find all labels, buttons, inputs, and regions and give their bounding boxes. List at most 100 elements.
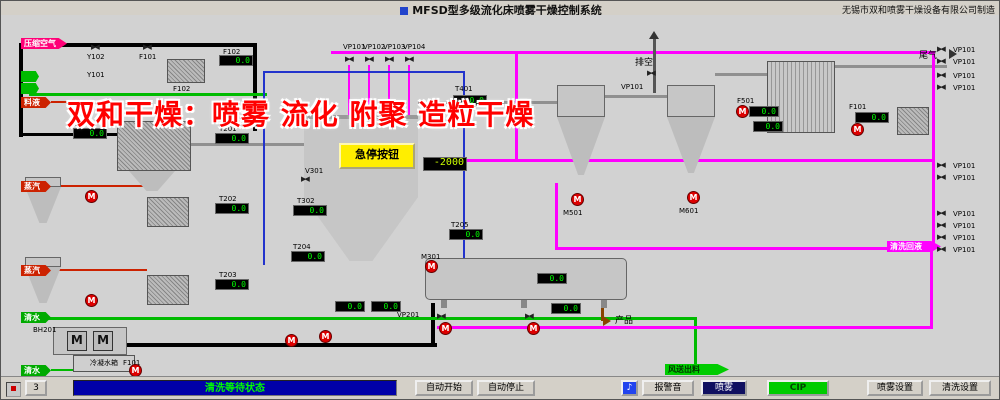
pump-icon[interactable]: M: [527, 322, 540, 335]
pump-icon[interactable]: M: [851, 123, 864, 136]
pipe-segment: [331, 51, 935, 54]
pipe-segment: [555, 183, 558, 249]
tag-label: V301: [305, 167, 324, 175]
valve-icon[interactable]: ▶◀: [647, 69, 656, 77]
pipe-segment: [51, 185, 147, 187]
value-display: 0.0: [73, 128, 107, 139]
app-icon: [400, 7, 409, 15]
auto-start-button[interactable]: 自动开始: [415, 380, 473, 396]
tag-label: VP101: [953, 234, 976, 242]
valve-icon[interactable]: ▶◀: [937, 45, 946, 53]
valve-icon[interactable]: ▶◀: [345, 55, 354, 63]
auto-stop-button[interactable]: 自动停止: [477, 380, 535, 396]
pipe-segment: [694, 317, 697, 367]
cip-button[interactable]: CIP: [767, 380, 829, 396]
page-title: MFSD型多级流化床喷雾干燥控制系统: [412, 4, 602, 17]
value-display: 0.0: [291, 251, 325, 262]
tag-label: Y101: [87, 71, 105, 79]
status-bar: 3 清洗等待状态 自动开始 自动停止 ♪ 报警音 喷雾 CIP 喷雾设置 清洗设…: [1, 376, 999, 399]
pump-icon[interactable]: M: [319, 330, 332, 343]
pump-icon[interactable]: M: [439, 322, 452, 335]
tag-label: 排空: [635, 58, 654, 68]
stream-label: [21, 71, 39, 82]
tag-label: VP102: [363, 43, 386, 51]
valve-icon[interactable]: ▶◀: [937, 233, 946, 241]
valve-icon[interactable]: ▶◀: [143, 43, 152, 51]
bag-filter-left-cone: [129, 171, 175, 191]
clean-settings-button[interactable]: 清洗设置: [929, 380, 991, 396]
pump-icon[interactable]: M: [571, 193, 584, 206]
pipe-segment: [653, 39, 656, 93]
tag-label: T201: [219, 125, 237, 133]
tag-label: 产品: [615, 316, 634, 326]
tag-label: VP101: [953, 84, 976, 92]
pump-icon[interactable]: M: [687, 191, 700, 204]
spray-button[interactable]: 喷雾: [701, 380, 747, 396]
value-display: 0.0: [551, 303, 581, 314]
pump-icon[interactable]: M: [85, 294, 98, 307]
emergency-stop-button[interactable]: 急停按钮: [339, 143, 415, 169]
valve-icon[interactable]: ▶◀: [437, 312, 446, 320]
pipe-segment: [29, 93, 267, 96]
pump-icon[interactable]: M: [425, 260, 438, 273]
page-number-button[interactable]: 3: [25, 380, 47, 396]
tag-label: F501: [737, 97, 755, 105]
value-display: 0.0: [335, 301, 365, 312]
valve-icon[interactable]: ▶◀: [525, 312, 534, 320]
value-display: 0.0: [215, 279, 249, 290]
fluid-bed-leg: [601, 300, 607, 308]
valve-icon[interactable]: ▶◀: [937, 245, 946, 253]
tag-label: T205: [451, 221, 469, 229]
valve-icon[interactable]: ▶◀: [937, 71, 946, 79]
pump-icon[interactable]: M: [85, 190, 98, 203]
status-field: 清洗等待状态: [73, 380, 397, 396]
tag-label: BH201: [33, 326, 57, 334]
pipe-segment: [253, 43, 257, 131]
stream-label: 清水: [21, 365, 51, 376]
pipe-segment: [263, 71, 465, 73]
value-display: 0.0: [293, 205, 327, 216]
value-display: 0.0: [371, 301, 401, 312]
tag-label: VP101: [953, 174, 976, 182]
valve-icon[interactable]: ▶◀: [937, 57, 946, 65]
valve-icon[interactable]: ▶◀: [91, 43, 100, 51]
product-arrow-icon: [603, 316, 611, 326]
stream-label: 清水: [21, 312, 51, 323]
tag-label: Y102: [87, 53, 105, 61]
tag-label: F102: [173, 85, 191, 93]
heat-exchanger-1: [147, 197, 189, 227]
tag-label: VP103: [383, 43, 406, 51]
valve-icon[interactable]: ▶◀: [937, 83, 946, 91]
alarm-sound-button[interactable]: 报警音: [642, 380, 694, 396]
pipe-segment: [263, 71, 265, 265]
valve-icon[interactable]: ▶◀: [405, 55, 414, 63]
valve-icon[interactable]: ▶◀: [937, 161, 946, 169]
tag-label: F201: [75, 120, 93, 128]
pump-icon[interactable]: M: [285, 334, 298, 347]
valve-icon[interactable]: ▶◀: [937, 173, 946, 181]
spray-settings-button[interactable]: 喷雾设置: [867, 380, 923, 396]
pipe-segment: [715, 73, 769, 76]
tag-label: VP101: [953, 246, 976, 254]
company-name: 无锡市双和喷雾干燥设备有限公司制造: [841, 6, 995, 16]
tag-label: VP101: [621, 83, 644, 91]
value-display: 0.0: [449, 229, 483, 240]
tag-label: T401: [455, 85, 473, 93]
motor-box: M M: [53, 327, 127, 355]
valve-icon[interactable]: ▶◀: [365, 55, 374, 63]
value-display: 0.0: [753, 121, 783, 132]
fluid-bed-leg: [441, 300, 447, 308]
pump-icon[interactable]: M: [736, 105, 749, 118]
page-icon[interactable]: [6, 382, 21, 397]
tag-label: VP101: [953, 222, 976, 230]
stream-label: [21, 83, 39, 94]
tag-label: VP101: [953, 58, 976, 66]
valve-icon[interactable]: ▶◀: [937, 209, 946, 217]
valve-icon[interactable]: ▶◀: [385, 55, 394, 63]
valve-icon[interactable]: ▶◀: [937, 221, 946, 229]
pipe-segment: [191, 143, 305, 146]
valve-icon[interactable]: ▶◀: [301, 175, 310, 183]
alarm-sound-icon[interactable]: ♪: [621, 380, 638, 396]
pipe-segment: [431, 303, 435, 347]
